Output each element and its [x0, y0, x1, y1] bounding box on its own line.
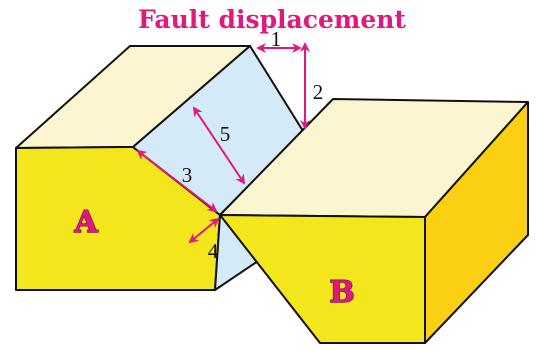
- arrow-4: [188, 217, 220, 244]
- arrow-3: [136, 149, 218, 213]
- block-a-label: A: [73, 205, 98, 240]
- block-b-front-face: [219, 214, 426, 344]
- block-b-label: B: [329, 275, 354, 310]
- arrow-5: [192, 106, 246, 185]
- diagram-title: Fault displacement: [138, 5, 406, 34]
- measurement-label-3: 3: [182, 163, 193, 187]
- block-b-side-face: [424, 101, 529, 344]
- measurement-label-5: 5: [220, 122, 231, 146]
- measurement-label-2: 2: [313, 80, 324, 104]
- measurement-label-4: 4: [208, 239, 219, 263]
- measurement-label-1: 1: [271, 27, 282, 51]
